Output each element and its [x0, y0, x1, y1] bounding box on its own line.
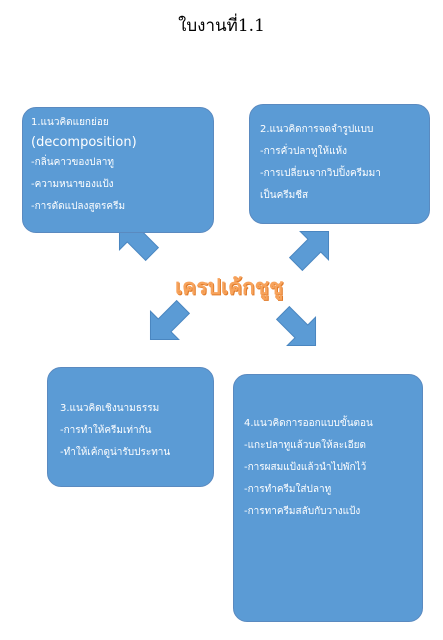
box-item: -การทำครีมใส่ปลาทู: [244, 484, 332, 495]
box-item: เป็นครีมชีส: [260, 190, 309, 201]
concept-box-pattern-recognition: 2.แนวคิดการจดจำรูปแบบ -การคั่วปลาทูให้แห…: [249, 104, 430, 224]
box-item: -แกะปลาทูแล้วบดให้ละเอียด: [244, 440, 366, 451]
concept-box-decomposition: 1.แนวคิดแยกย่อย (decomposition) -กลิ่นคา…: [22, 107, 214, 233]
box-item: -การทาครีมสลับกับวางแป้ง: [244, 506, 361, 517]
box-heading: 3.แนวคิดเชิงนามธรรม: [60, 403, 160, 414]
arrow-up-right: [288, 230, 330, 272]
box-item: -ความหนาของแป้ง: [31, 179, 114, 190]
box-item: -การผสมแป้งแล้วนำไปพักไว้: [244, 462, 367, 473]
arrow-down-right: [275, 305, 317, 347]
box-item: -การทำให้ครีมเท่ากัน: [60, 425, 152, 436]
box-item: -การเปลี่ยนจากวิปปิ้งครีมมา: [260, 168, 381, 179]
concept-box-algorithm: 4.แนวคิดการออกแบบขั้นตอน -แกะปลาทูแล้วบด…: [233, 374, 423, 622]
box-item: -กลิ่นคาวของปลาทู: [31, 157, 114, 168]
concept-box-abstraction: 3.แนวคิดเชิงนามธรรม -การทำให้ครีมเท่ากัน…: [47, 367, 214, 487]
page-title: ใบงานที่1.1: [178, 16, 265, 36]
center-topic: เครปเค้กชูชู: [175, 275, 284, 299]
box-item: -ทำให้เค้กดูน่ารับประทาน: [60, 447, 171, 458]
box-subheading: (decomposition): [31, 135, 137, 150]
box-heading: 4.แนวคิดการออกแบบขั้นตอน: [244, 418, 373, 429]
box-item: -การดัดแปลงสูตรครีม: [31, 201, 126, 212]
box-item: -การคั่วปลาทูให้แห้ง: [260, 146, 348, 157]
box-heading: 2.แนวคิดการจดจำรูปแบบ: [260, 124, 374, 135]
arrow-down-left: [149, 299, 191, 341]
box-heading: 1.แนวคิดแยกย่อย: [31, 117, 109, 128]
